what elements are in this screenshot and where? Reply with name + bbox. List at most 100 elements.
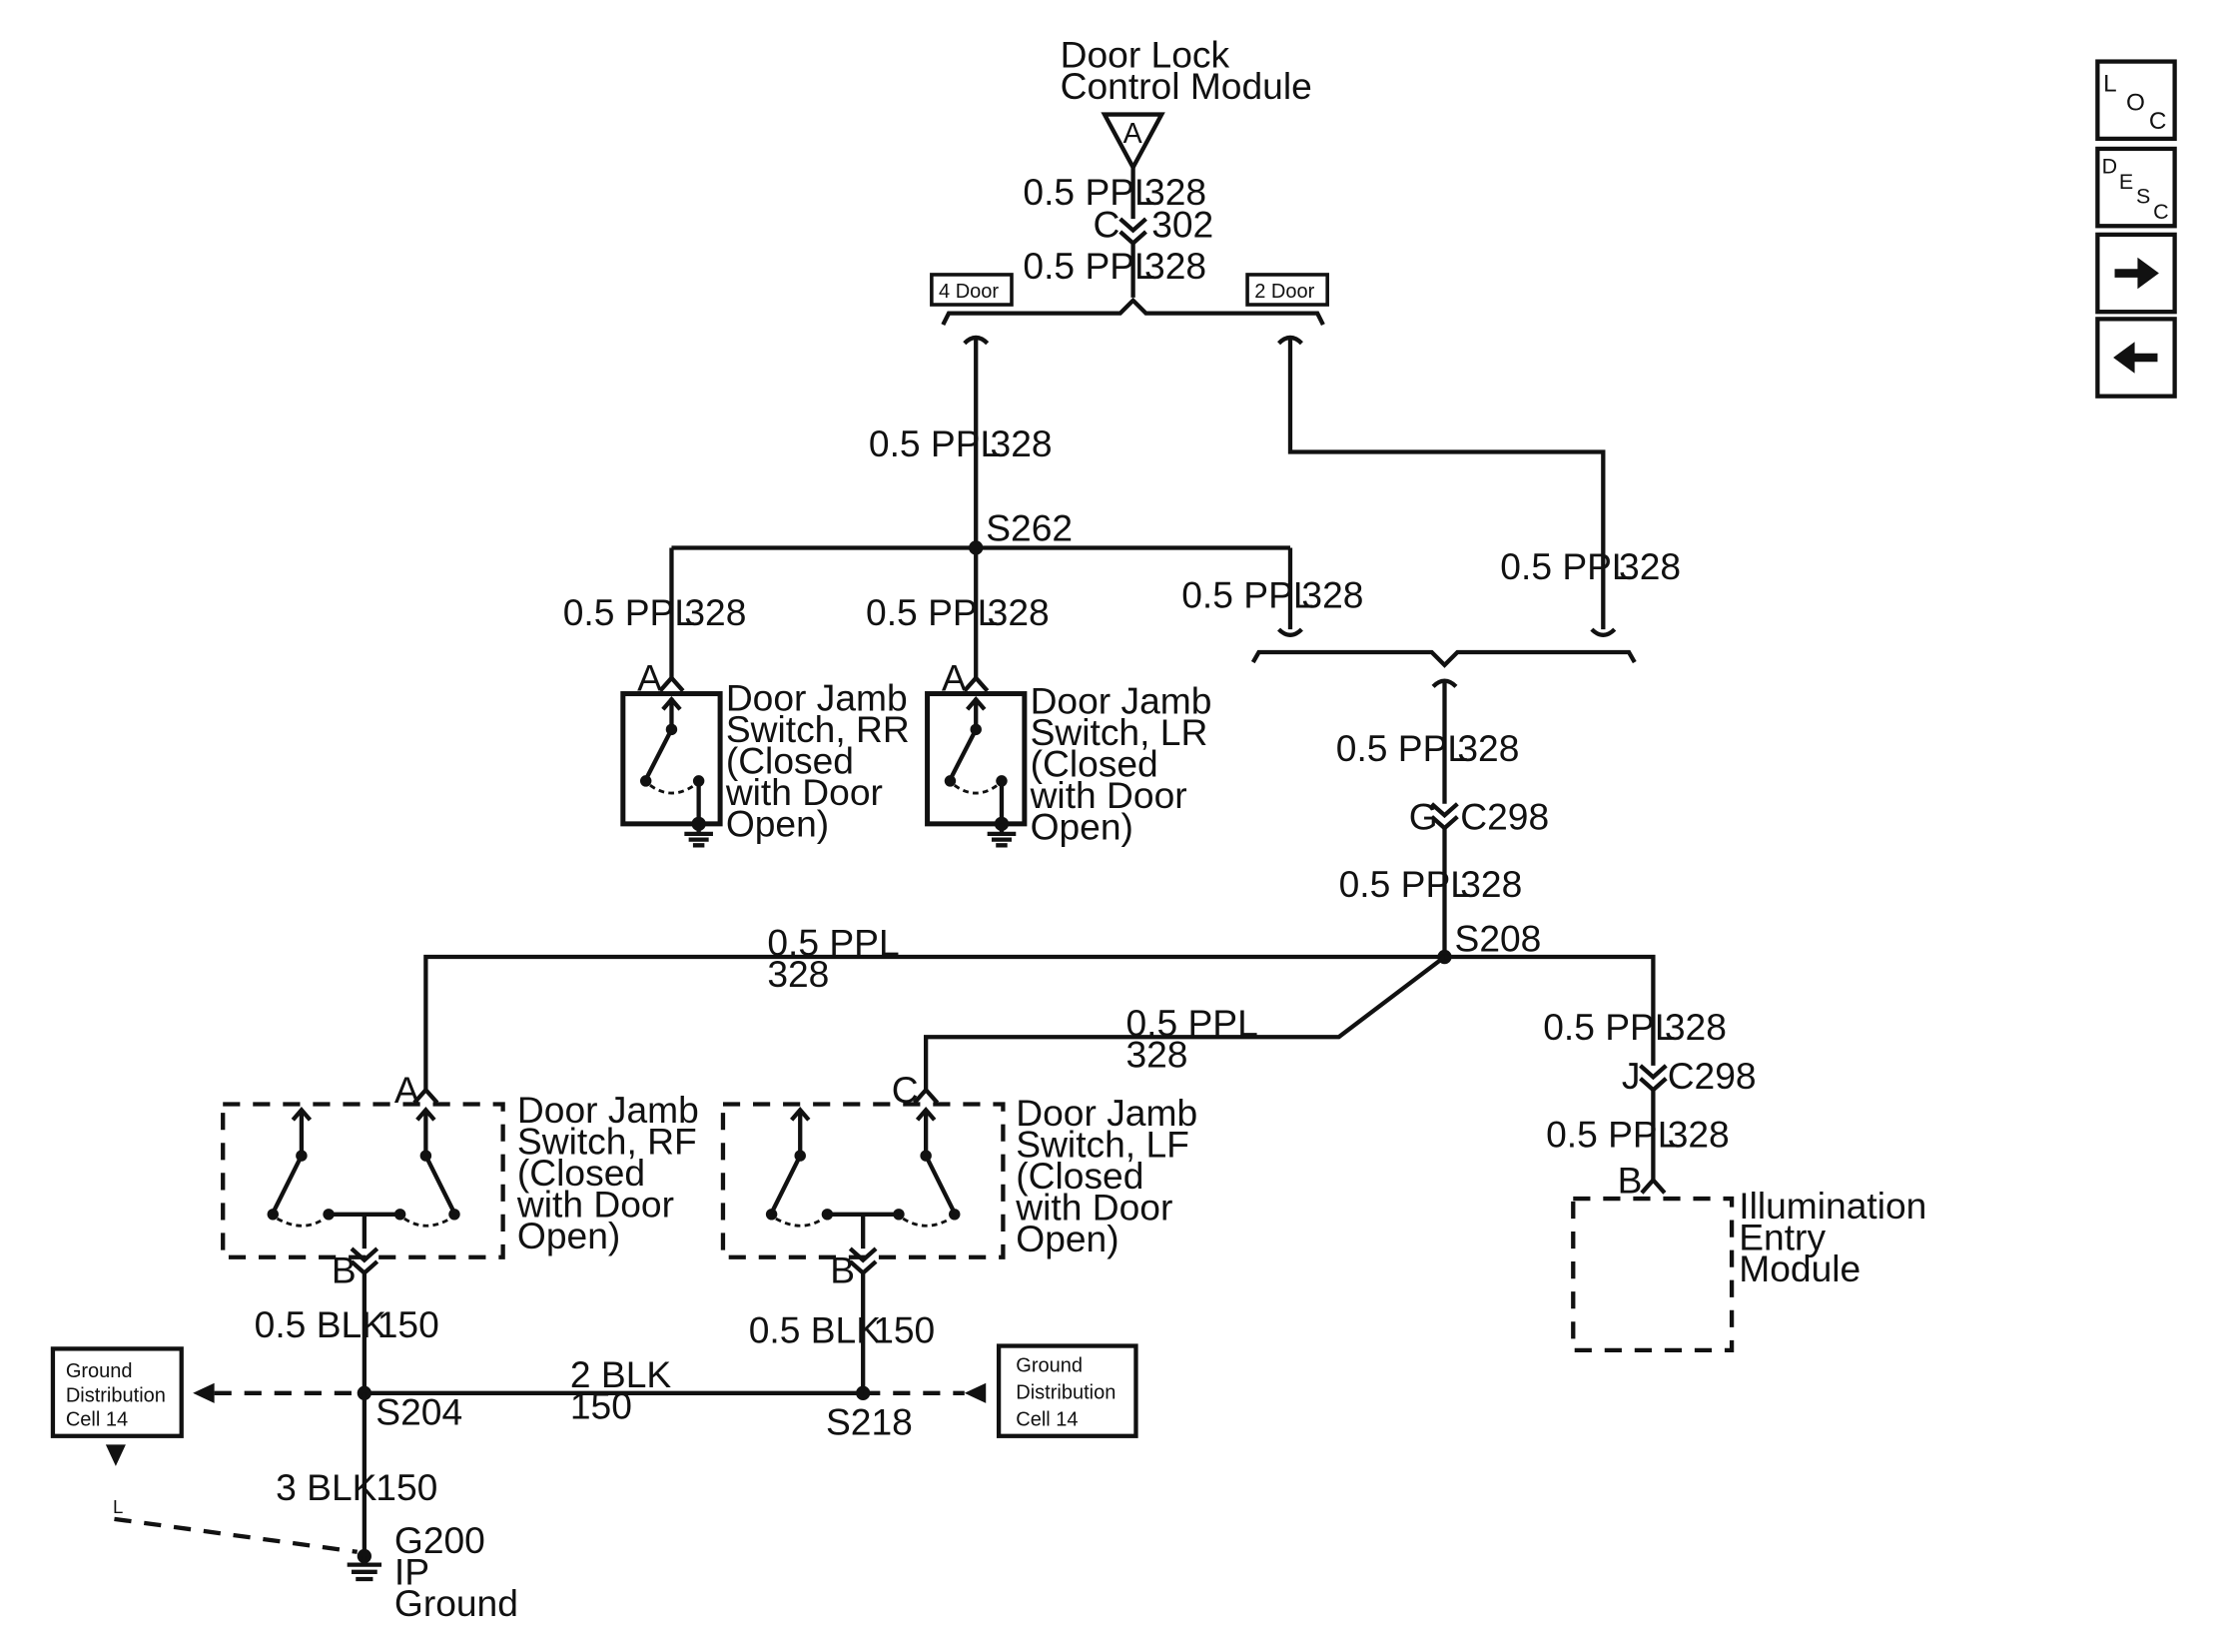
gdc-dash-label: L: [113, 1496, 123, 1517]
gdc-left-line3: Cell 14: [66, 1409, 128, 1431]
ground-symbol-icon: [684, 823, 713, 848]
desc-letter-e: E: [2119, 170, 2133, 194]
switch-rf-line1: Door Jamb: [517, 1089, 699, 1131]
wire-s262-merge: [1277, 547, 1303, 637]
switch-rr-line4: with Door: [725, 771, 883, 813]
switch-lr-line3: (Closed: [1031, 743, 1158, 785]
arrow-left-icon: [2113, 342, 2158, 374]
dlcm-label-line1: Door Lock: [1061, 33, 1230, 75]
wire-iem1-circuit: 328: [1665, 1006, 1727, 1048]
dlcm-pin-label: A: [1123, 118, 1143, 150]
switch-lf-pin-icon: [913, 1086, 940, 1105]
connector-chevron-icon: [1639, 1064, 1668, 1094]
g200-line1: G200: [394, 1519, 485, 1561]
desc-letter-s: S: [2136, 184, 2150, 208]
loc-button[interactable]: L O C: [2095, 59, 2177, 142]
wire-s208-gauge: 0.5 PPL: [1339, 863, 1471, 905]
prev-page-button[interactable]: [2095, 317, 2177, 399]
switch-rr-line2: Switch, RR: [726, 708, 910, 750]
switch-rr-pin-icon: [658, 674, 685, 693]
iem-line1: Illumination: [1739, 1185, 1926, 1227]
wire-merge-gauge: 0.5 PPL: [1336, 727, 1468, 769]
switch-lf-pin-bottom-label: B: [830, 1249, 855, 1291]
wire-iem2-gauge: 0.5 PPL: [1546, 1113, 1678, 1155]
gdc-right-line1: Ground: [1016, 1354, 1083, 1376]
switch-lr-pin-icon: [963, 674, 990, 693]
switch-rf-line3: (Closed: [517, 1152, 645, 1194]
option-4-door-label: 4 Door: [939, 281, 999, 303]
desc-letter-c: C: [2153, 200, 2169, 224]
wire-4door-gauge: 0.5 PPL: [869, 422, 1001, 464]
door-jamb-switch-rr: A Door Jamb Switch, RR (Closed with Door…: [620, 657, 910, 848]
wire-2door-circuit: 328: [1619, 545, 1681, 587]
door-jamb-switch-lf: C B Door Jamb Switch, LF (Closed with Do…: [720, 1069, 1197, 1291]
wire-lr-gauge: 0.5 PPL: [866, 591, 998, 633]
option-merge-brace: [1250, 649, 1637, 668]
wire-s262-merge-gauge: 0.5 PPL: [1181, 574, 1313, 616]
dashed-ref-g200: [114, 1516, 358, 1554]
wire-blk-rf-gauge: 0.5 BLK: [255, 1303, 386, 1345]
ground-distribution-left-link[interactable]: Ground Distribution Cell 14: [50, 1346, 184, 1438]
gdc-right-line3: Cell 14: [1016, 1409, 1078, 1431]
wire-rf-circuit: 328: [767, 953, 829, 995]
iem-line3: Module: [1739, 1247, 1860, 1289]
wire-merge-c298: [1431, 678, 1458, 804]
switch-rf-pin-icon: [412, 1086, 439, 1105]
ground-symbol-icon: [987, 823, 1017, 848]
connector-c298-j: J C298: [1622, 1055, 1757, 1097]
wire-blk-lf-gauge: 0.5 BLK: [749, 1309, 881, 1351]
switch-lr-line1: Door Jamb: [1031, 680, 1212, 722]
wire-blk-rf-circuit: 150: [377, 1303, 439, 1345]
switch-lf-line5: Open): [1016, 1218, 1118, 1259]
wire-dlcm-gauge: 0.5 PPL: [1023, 171, 1154, 213]
wire-merge-circuit: 328: [1457, 727, 1519, 769]
splice-s218-dot: [856, 1385, 871, 1400]
switch-rf-line2: Switch, RF: [517, 1121, 697, 1163]
wire-blk-lf-circuit: 150: [873, 1309, 935, 1351]
gdc-left-line1: Ground: [66, 1360, 133, 1382]
switch-lf-line1: Door Jamb: [1016, 1092, 1197, 1134]
wire-blk-mid-circuit: 150: [570, 1385, 632, 1427]
switch-lr-line4: with Door: [1030, 774, 1187, 816]
wire-lr-circuit: 328: [988, 591, 1050, 633]
desc-button[interactable]: D E S C: [2095, 146, 2177, 229]
next-page-button[interactable]: [2095, 232, 2177, 315]
connector-chevron-icon: [1118, 217, 1147, 247]
wire-iem1-gauge: 0.5 PPL: [1543, 1006, 1675, 1048]
wire-rf-gauge: 0.5 PPL: [767, 922, 899, 964]
wire-dlcm-circuit: 328: [1144, 171, 1206, 213]
wire-s208-rf: [423, 954, 1445, 1092]
wire-s262-merge-circuit: 328: [1301, 574, 1363, 616]
switch-lf-line4: with Door: [1015, 1187, 1172, 1229]
option-4-door-box: 4 Door: [930, 273, 1014, 307]
splice-s262-label: S262: [986, 506, 1073, 548]
g200-line2: IP: [394, 1551, 429, 1593]
wire-blk-mid-gauge: 2 BLK: [570, 1353, 671, 1395]
wire-rr-gauge: 0.5 PPL: [563, 591, 695, 633]
illumination-entry-module: B Illumination Entry Module: [1571, 1159, 1926, 1352]
switch-lf-line2: Switch, LF: [1016, 1124, 1189, 1166]
c302-pin-label: C: [1094, 204, 1120, 246]
triangle-pointer-right-icon: [964, 1382, 987, 1403]
c298-g-name-label: C298: [1460, 796, 1549, 838]
wire-2door-merge: [1277, 335, 1617, 637]
splice-s218-label: S218: [826, 1400, 913, 1442]
wire-4door-circuit: 328: [991, 422, 1053, 464]
switch-rr-line5: Open): [726, 803, 829, 845]
c298-j-name-label: C298: [1668, 1055, 1757, 1097]
wire-c302-circuit: 328: [1144, 245, 1206, 287]
loc-letter-c: C: [2149, 108, 2167, 135]
door-lock-control-module: Door Lock Control Module A: [1061, 33, 1312, 173]
switch-rr-line3: (Closed: [726, 740, 854, 782]
wire-iem2-circuit: 328: [1668, 1113, 1730, 1155]
c298-j-pin-label: J: [1622, 1055, 1641, 1097]
triangle-pointer-left-icon: [193, 1382, 215, 1403]
iem-pin-label: B: [1618, 1159, 1643, 1201]
ground-distribution-right-link[interactable]: Ground Distribution Cell 14: [996, 1343, 1138, 1438]
ground-symbol-icon: [347, 1556, 382, 1582]
switch-lr-line2: Switch, LR: [1031, 711, 1208, 753]
switch-rf-line5: Open): [517, 1215, 620, 1256]
loc-letter-l: L: [2103, 71, 2117, 98]
splice-s204-label: S204: [375, 1390, 462, 1432]
